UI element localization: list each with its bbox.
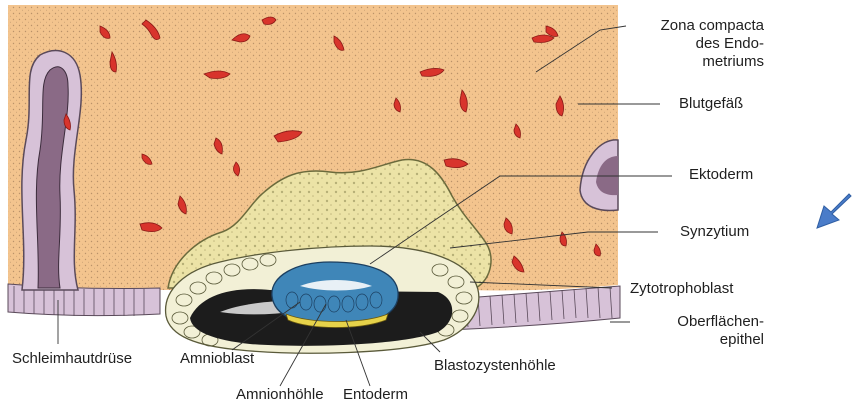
label-synzytium: Synzytium xyxy=(680,223,749,241)
label-zona-compacta-line2: des Endo- xyxy=(634,35,764,53)
label-oberflaechenepithel-line2: epithel xyxy=(632,331,764,349)
label-amnioblast: Amnioblast xyxy=(180,350,254,368)
label-oberflaechenepithel: Oberflächen- epithel xyxy=(632,313,764,349)
label-amnionhoehle: Amnionhöhle xyxy=(236,386,324,404)
embryoblast xyxy=(272,262,398,328)
label-oberflaechenepithel-line1: Oberflächen- xyxy=(632,313,764,331)
label-blutgefaess: Blutgefäß xyxy=(679,95,743,113)
uterine-gland xyxy=(22,51,82,290)
label-zytotrophoblast: Zytotrophoblast xyxy=(630,280,733,298)
label-zona-compacta: Zona compacta des Endo- metriums xyxy=(634,17,764,71)
label-ektoderm: Ektoderm xyxy=(689,166,753,184)
label-schleimhautdruese: Schleimhautdrüse xyxy=(12,350,132,368)
label-entoderm: Entoderm xyxy=(343,386,408,404)
label-zona-compacta-line3: metriums xyxy=(634,53,764,71)
label-zona-compacta-line1: Zona compacta xyxy=(634,17,764,35)
blue-arrow-icon xyxy=(817,194,851,228)
label-blastozystenhoehle: Blastozystenhöhle xyxy=(434,357,556,375)
